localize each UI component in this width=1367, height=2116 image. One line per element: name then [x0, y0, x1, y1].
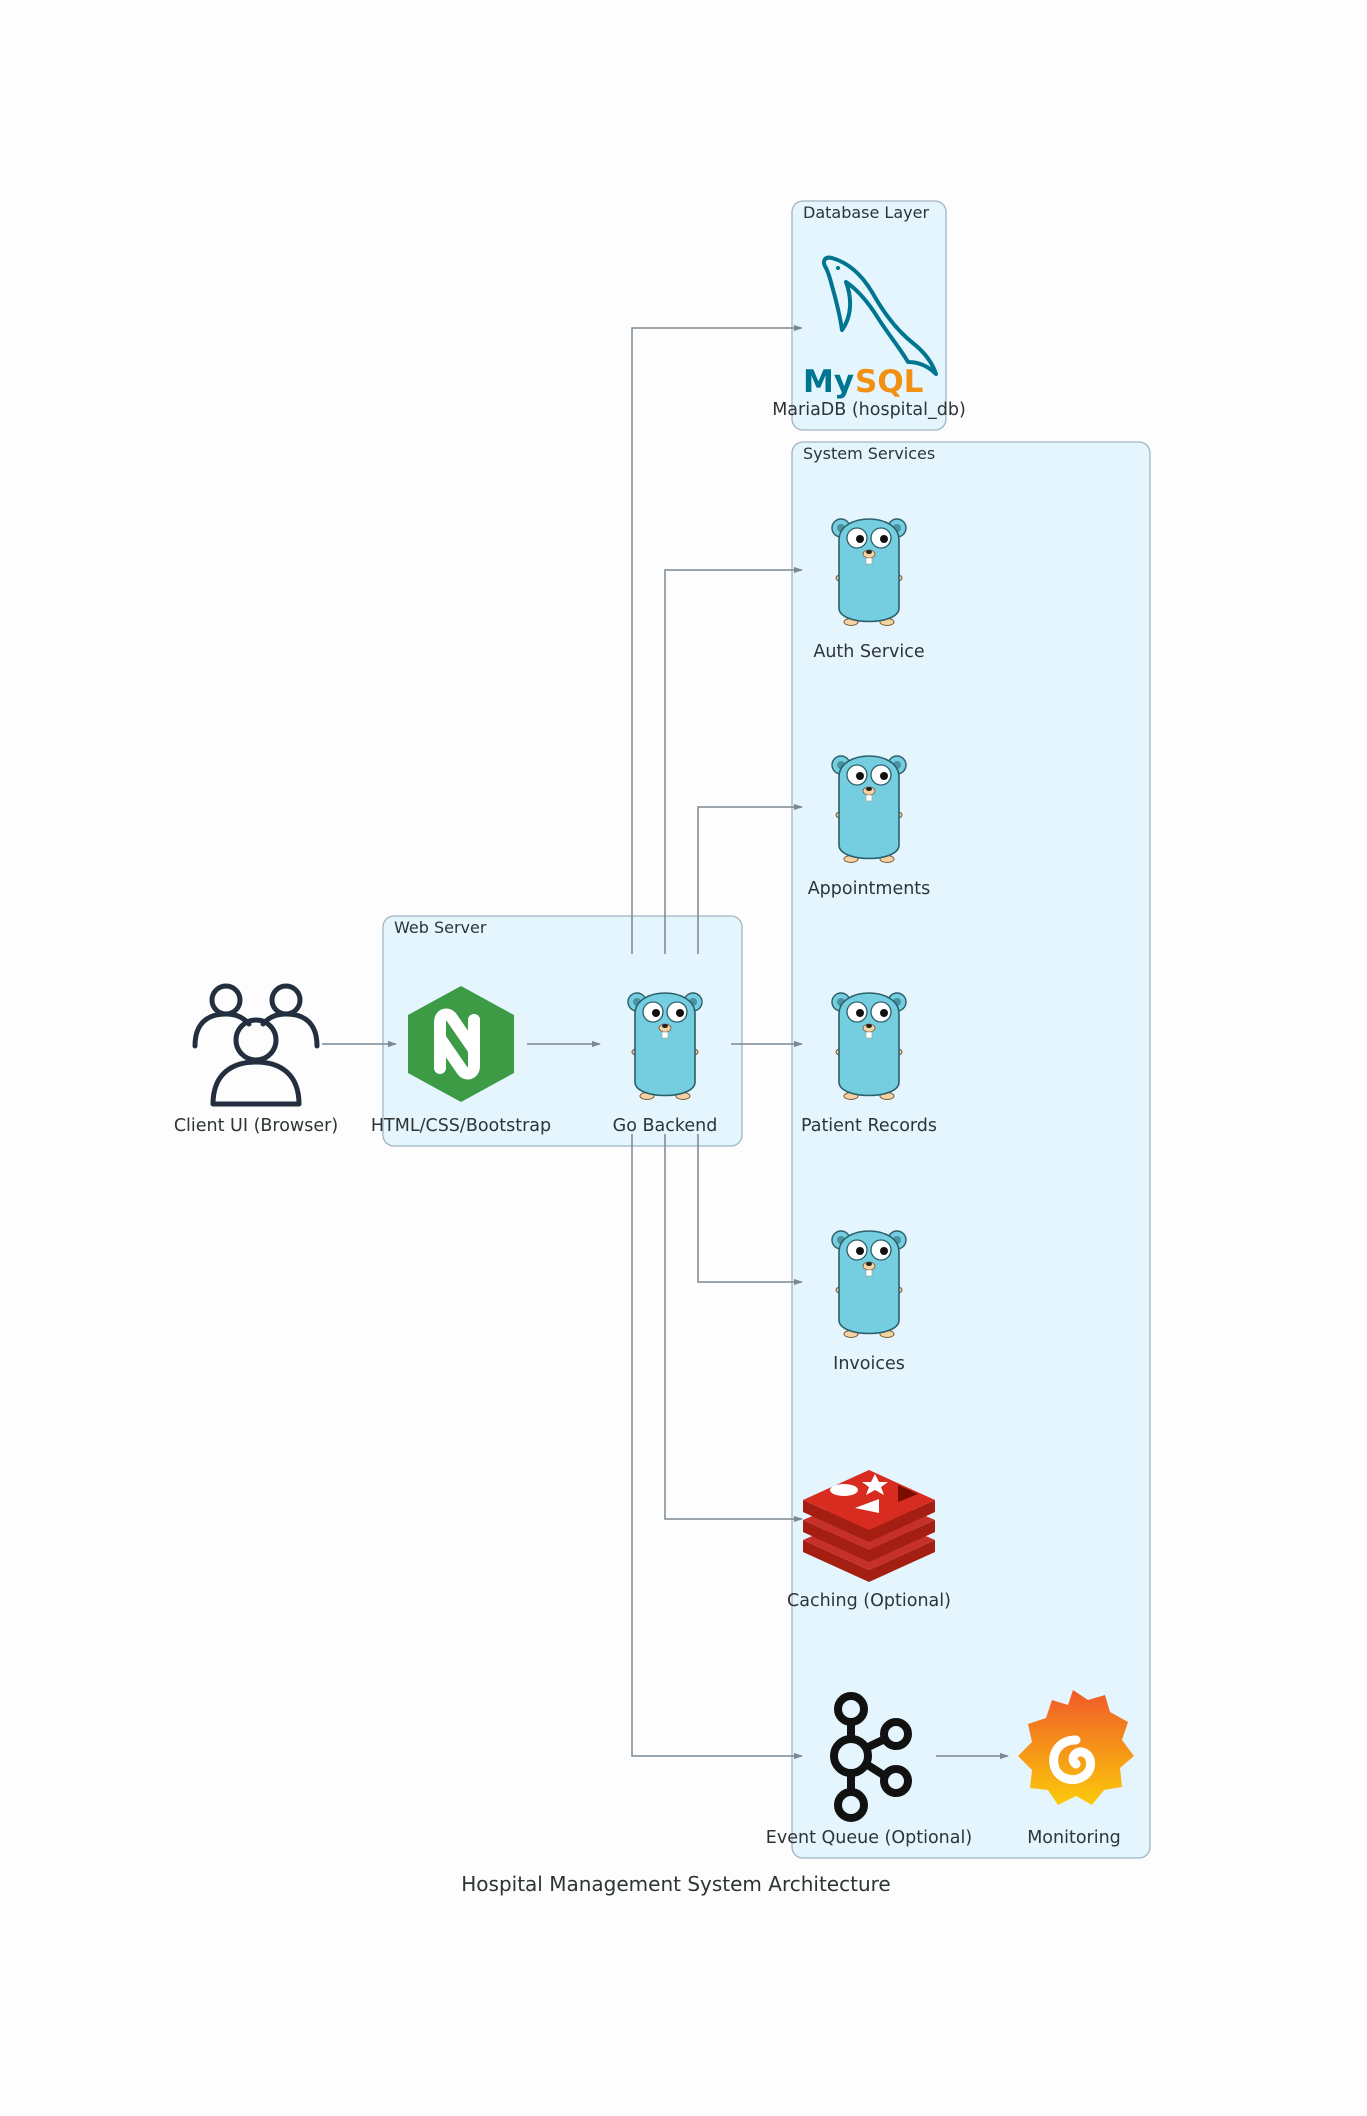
go-gopher-icon — [831, 755, 907, 864]
appointments-node: Appointments — [808, 755, 931, 899]
database-node: My SQL MariaDB (hospital_db) — [772, 255, 966, 420]
client-label: Client UI (Browser) — [174, 1116, 338, 1136]
edge-backend-to-appointments — [697, 803, 803, 954]
queue-node: Event Queue (Optional) — [766, 1692, 972, 1848]
redis-icon — [803, 1470, 935, 1582]
monitoring-node: Monitoring — [1018, 1690, 1134, 1848]
mysql-dolphin-icon: My SQL — [803, 255, 938, 400]
client-node: Client UI (Browser) — [174, 983, 338, 1136]
frontend-node: HTML/CSS/Bootstrap — [371, 986, 551, 1136]
go-gopher-icon — [831, 1230, 907, 1339]
edge-backend-to-queue — [631, 1134, 803, 1760]
go-gopher-icon — [627, 992, 703, 1101]
auth-node: Auth Service — [813, 518, 925, 662]
invoices-node: Invoices — [831, 1230, 907, 1374]
mysql-sql-text: SQL — [855, 364, 923, 400]
users-icon — [192, 983, 320, 1107]
grafana-icon — [1018, 1690, 1134, 1805]
appointments-label: Appointments — [808, 879, 931, 899]
edge-backend-to-invoices — [697, 1134, 803, 1286]
queue-label: Event Queue (Optional) — [766, 1828, 972, 1848]
cache-node: Caching (Optional) — [787, 1470, 951, 1611]
invoices-label: Invoices — [833, 1354, 905, 1374]
frontend-label: HTML/CSS/Bootstrap — [371, 1116, 551, 1136]
edge-backend-to-cache — [664, 1134, 803, 1523]
backend-node: Go Backend — [613, 992, 718, 1136]
db-label: MariaDB (hospital_db) — [772, 400, 966, 420]
auth-label: Auth Service — [813, 642, 924, 662]
kafka-icon — [830, 1692, 912, 1822]
database-layer-label: Database Layer — [803, 203, 929, 222]
system-services-label: System Services — [803, 444, 935, 463]
cache-label: Caching (Optional) — [787, 1591, 951, 1611]
nginx-icon — [408, 986, 514, 1102]
edge-backend-to-db — [631, 324, 803, 954]
patients-label: Patient Records — [801, 1116, 937, 1136]
backend-label: Go Backend — [613, 1116, 718, 1136]
edge-backend-to-auth — [664, 566, 803, 954]
patients-node: Patient Records — [801, 992, 937, 1136]
go-gopher-icon — [831, 518, 907, 627]
diagram-title: Hospital Management System Architecture — [461, 1872, 890, 1896]
mysql-my-text: My — [803, 364, 854, 400]
web-server-label: Web Server — [394, 918, 487, 937]
go-gopher-icon — [831, 992, 907, 1101]
edges — [322, 324, 1009, 1760]
monitoring-label: Monitoring — [1027, 1828, 1121, 1848]
